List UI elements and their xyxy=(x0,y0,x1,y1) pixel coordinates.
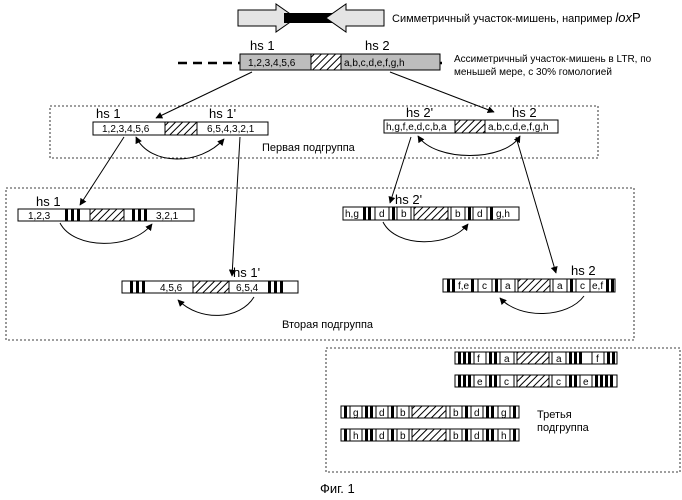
third-row3-seq-2: b xyxy=(400,408,406,419)
first-to-second-d-arrow xyxy=(516,137,556,273)
second-b-hs: hs 1' xyxy=(233,265,260,280)
first-left-seq-a: 1,2,3,4,5,6 xyxy=(102,124,150,135)
first-right-seq-a: h,g,f,e,d,c,b,a xyxy=(386,122,447,133)
third-row1-seq-3: f xyxy=(596,354,599,365)
first-left-seq-b: 6,5,4,3,2,1 xyxy=(207,124,255,135)
second-c-seq-2: b xyxy=(401,209,407,220)
second-a-seq-a: 1,2,3 xyxy=(28,211,51,222)
second-d-seq-4: c xyxy=(580,281,585,292)
third-row2-seq-2: c xyxy=(556,377,561,388)
asymmetric-label-line1: Ассиметричный участок-мишень в LTR, по xyxy=(454,54,652,65)
second-a-seq-b: 3,2,1 xyxy=(156,211,179,222)
second-d-seq-5: e,f xyxy=(592,281,603,292)
third-row-3 xyxy=(341,406,519,418)
second-b-arrow xyxy=(178,297,254,315)
third-row3-seq-4: d xyxy=(474,408,480,419)
third-subgroup-label-2: подгруппа xyxy=(537,422,590,434)
third-row4-seq-2: b xyxy=(400,431,406,442)
top-left-seq: 1,2,3,4,5,6 xyxy=(248,58,296,69)
second-d-arrow xyxy=(500,296,584,314)
third-row3-seq-1: d xyxy=(379,408,385,419)
second-c-seq-5: g,h xyxy=(496,209,510,220)
third-row4-seq-0: h xyxy=(353,431,359,442)
third-row-4 xyxy=(341,429,519,441)
second-c-seq-0: h,g xyxy=(345,209,359,220)
second-d-seq-0: f,e xyxy=(458,281,470,292)
third-row3-seq-0: g xyxy=(353,408,359,419)
second-site-b xyxy=(122,281,298,293)
third-row2-seq-3: e xyxy=(583,377,589,388)
first-right-swap-arrow xyxy=(418,136,520,156)
third-row4-seq-1: d xyxy=(379,431,385,442)
third-row2-seq-0: e xyxy=(477,377,483,388)
third-subgroup-label-1: Третья xyxy=(537,409,572,421)
second-a-arrow xyxy=(60,223,152,243)
symmetric-site-icon xyxy=(238,4,384,32)
symmetric-site-label: Симметричный участок-мишень, например lo… xyxy=(392,10,641,25)
second-site-c xyxy=(343,207,519,220)
asymmetric-label-line2: меньшей мере, с 30% гомологией xyxy=(454,67,612,78)
top-hs2-label: hs 2 xyxy=(365,38,390,53)
second-c-seq-1: d xyxy=(379,209,385,220)
second-d-seq-2: a xyxy=(505,281,511,292)
third-row1-seq-0: f xyxy=(477,354,480,365)
top-hs1-label: hs 1 xyxy=(250,38,275,53)
second-d-hs: hs 2 xyxy=(571,263,596,278)
second-b-seq-a: 4,5,6 xyxy=(160,283,183,294)
second-d-seq-1: c xyxy=(482,281,487,292)
third-row1-seq-2: a xyxy=(556,354,562,365)
first-right-hs-b: hs 2 xyxy=(512,105,537,120)
second-c-seq-4: d xyxy=(477,209,483,220)
third-row4-seq-3: b xyxy=(453,431,459,442)
second-c-arrow xyxy=(383,222,468,242)
third-row4-seq-4: d xyxy=(474,431,480,442)
third-row1-seq-1: a xyxy=(504,354,510,365)
first-right-seq-b: a,b,c,d,e,f,g,h xyxy=(488,122,549,133)
second-a-hs: hs 1 xyxy=(36,194,61,209)
third-row4-seq-5: h xyxy=(501,431,507,442)
first-left-swap-arrow xyxy=(136,137,224,159)
third-row2-seq-1: c xyxy=(504,377,509,388)
third-row3-seq-5: g xyxy=(501,408,507,419)
first-left-hs-b: hs 1' xyxy=(209,106,236,121)
second-c-hs: hs 2' xyxy=(395,192,422,207)
second-d-seq-3: a xyxy=(557,281,563,292)
second-b-seq-b: 6,5,4 xyxy=(236,283,259,294)
second-c-seq-3: b xyxy=(455,209,461,220)
first-left-hs-a: hs 1 xyxy=(96,106,121,121)
top-to-first-left-arrow xyxy=(156,72,252,118)
third-row3-seq-3: b xyxy=(453,408,459,419)
first-to-second-a-arrow xyxy=(80,137,124,205)
first-subgroup-label: Первая подгруппа xyxy=(262,142,356,154)
figure-caption: Фиг. 1 xyxy=(320,481,355,496)
second-subgroup-label: Вторая подгруппа xyxy=(282,319,374,331)
top-right-seq: a,b,c,d,e,f,g,h xyxy=(344,58,405,69)
first-right-hs-a: hs 2' xyxy=(406,105,433,120)
